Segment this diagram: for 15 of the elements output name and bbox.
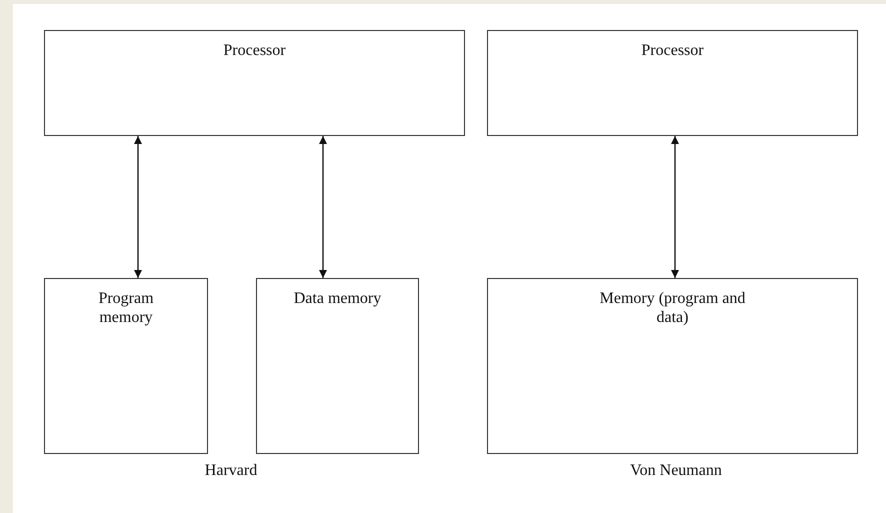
block-label: Data memory (294, 289, 382, 308)
block-label: Processor (641, 41, 704, 60)
block-box (256, 278, 419, 454)
block-label: Memory (program and data) (598, 289, 746, 328)
block-box (44, 278, 208, 454)
architecture-caption: Harvard (204, 462, 258, 480)
block-box (44, 30, 465, 136)
block-box (487, 278, 858, 454)
double-arrow (134, 136, 142, 278)
block-label: Processor (223, 41, 286, 60)
double-arrow (671, 136, 679, 278)
block-label: Program memory (97, 289, 155, 328)
block-box (487, 30, 858, 136)
double-arrow (319, 136, 327, 278)
architecture-caption: Von Neumann (630, 462, 722, 480)
